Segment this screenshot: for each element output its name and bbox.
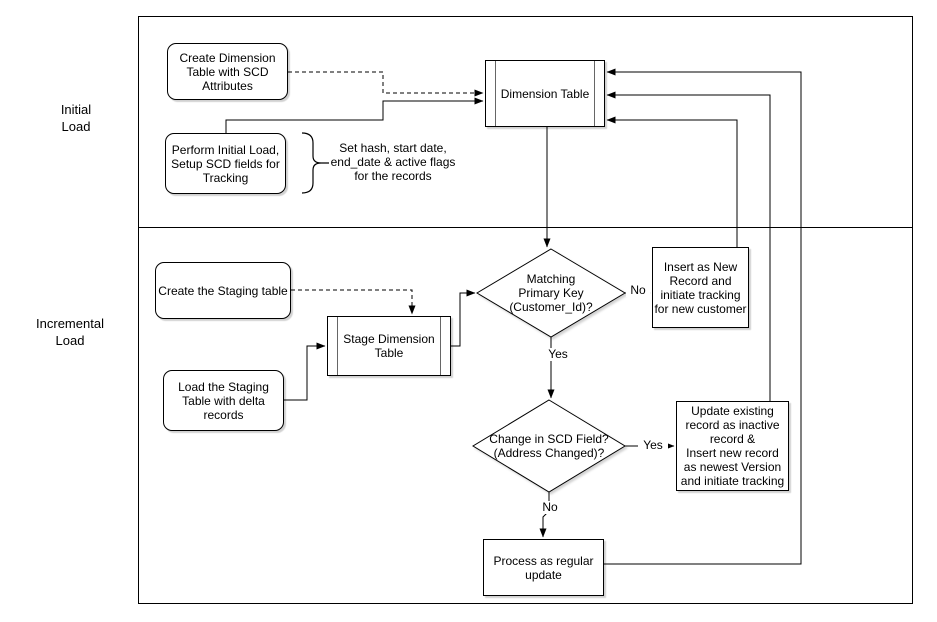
node-load-staging: Load the Staging Table with delta record… [163, 370, 284, 431]
node-perform-initial-load: Perform Initial Load, Setup SCD fields f… [165, 133, 286, 194]
section-divider [138, 227, 913, 228]
node-create-staging-text: Create the Staging table [158, 283, 288, 298]
node-create-dimension-text: Create Dimension Table with SCD Attribut… [179, 50, 276, 93]
node-dimension-table-text: Dimension Table [500, 86, 590, 101]
table-column-line [440, 317, 441, 375]
label-incremental-load: Incremental Load [36, 316, 104, 348]
node-stage-dimension-table-text: Stage Dimension Table [343, 332, 435, 360]
node-insert-new-record-text: Insert as New Record and initiate tracki… [654, 259, 747, 316]
node-create-dimension: Create Dimension Table with SCD Attribut… [167, 43, 288, 100]
diagram-frame [138, 16, 913, 604]
node-stage-dimension-table: Stage Dimension Table [327, 316, 451, 376]
node-create-staging: Create the Staging table [155, 262, 291, 319]
node-update-existing: Update existing record as inactive recor… [676, 401, 789, 491]
node-load-staging-text: Load the Staging Table with delta record… [178, 379, 269, 422]
edge-label-matching-yes: Yes [544, 348, 572, 361]
decision-matching-key-text: Matching Primary Key (Customer_Id)? [509, 272, 593, 314]
label-initial-load: Initial Load [60, 102, 92, 134]
table-column-line [337, 317, 338, 375]
edge-label-matching-no: No [626, 284, 650, 297]
table-column-line [594, 61, 595, 126]
decision-scd-change-text: Change in SCD Field? (Address Changed)? [489, 432, 609, 460]
node-insert-new-record: Insert as New Record and initiate tracki… [652, 247, 749, 328]
edge-label-change-no: No [538, 501, 562, 514]
edge-label-change-yes: Yes [638, 439, 668, 452]
node-dimension-table: Dimension Table [485, 60, 605, 127]
node-perform-initial-load-text: Perform Initial Load, Setup SCD fields f… [171, 142, 280, 185]
node-update-existing-text: Update existing record as inactive recor… [680, 404, 785, 488]
table-column-line [495, 61, 496, 126]
node-process-regular-update-text: Process as regular update [493, 553, 594, 582]
node-process-regular-update: Process as regular update [483, 539, 604, 596]
note-set-hash: Set hash, start date, end_date & active … [330, 141, 456, 183]
